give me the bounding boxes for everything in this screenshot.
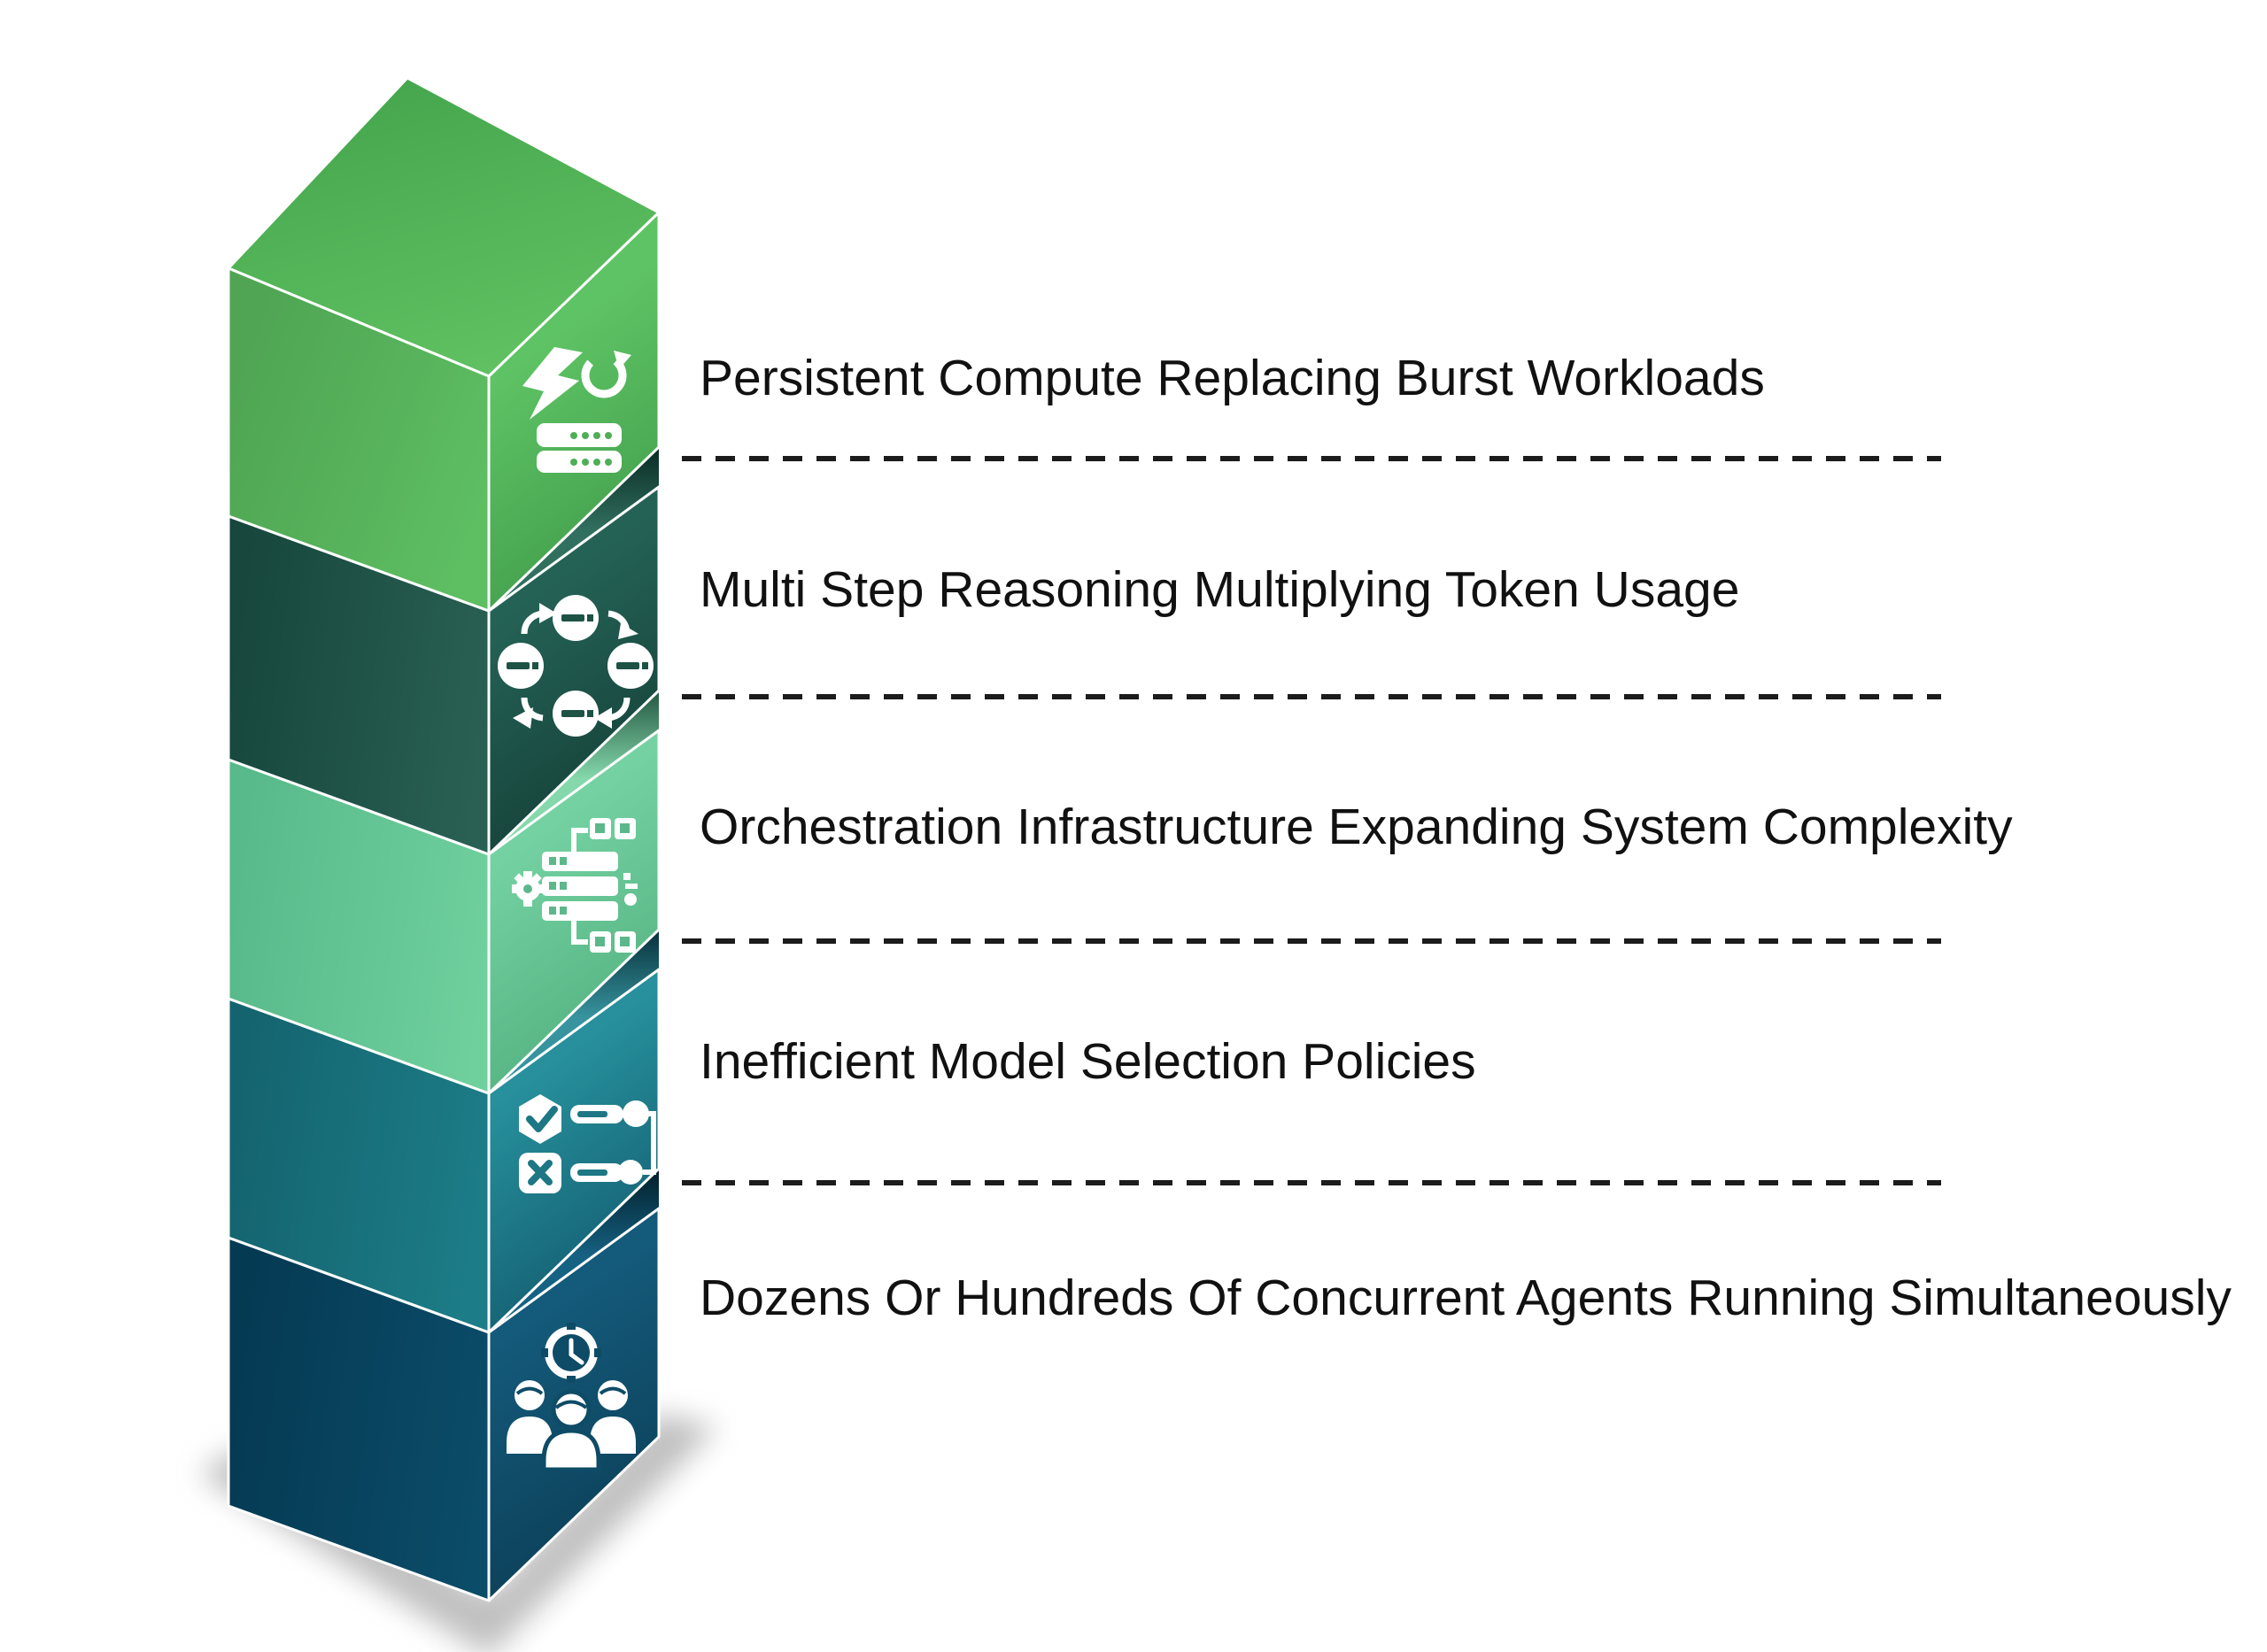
refresh-arrowhead xyxy=(614,351,631,369)
block-2-right-face xyxy=(487,485,661,856)
row-divider-1 xyxy=(682,456,1941,461)
gear-glyph xyxy=(512,871,544,907)
block-1-right-face xyxy=(487,211,661,613)
block-1 xyxy=(227,76,661,613)
row-label-2: Multi Step Reasoning Multiplying Token U… xyxy=(700,561,1740,618)
row-label-4: Inefficient Model Selection Policies xyxy=(700,1033,1476,1090)
orchestration-nodes-icon xyxy=(512,818,638,953)
row-divider-4 xyxy=(682,1180,1941,1185)
block-4-right-face xyxy=(487,968,661,1334)
token-cycle-icon xyxy=(498,595,654,737)
team-members xyxy=(507,1380,636,1472)
row-label-3: Orchestration Infrastructure Expanding S… xyxy=(700,799,2013,855)
hexagon-check xyxy=(519,1094,561,1144)
block-4 xyxy=(227,930,661,1334)
model-selection-icon xyxy=(519,1094,656,1193)
row-label-1: Persistent Compute Replacing Burst Workl… xyxy=(700,350,1765,406)
lightning-bolt-glyph xyxy=(522,347,583,420)
refresh-arc xyxy=(581,352,627,398)
lightning-refresh-server-icon xyxy=(522,347,631,473)
team-clock-icon xyxy=(507,1323,636,1472)
row-label-5: Dozens Or Hundreds Of Concurrent Agents … xyxy=(700,1270,2232,1326)
row-divider-3 xyxy=(682,938,1941,944)
row-divider-2 xyxy=(682,694,1941,699)
